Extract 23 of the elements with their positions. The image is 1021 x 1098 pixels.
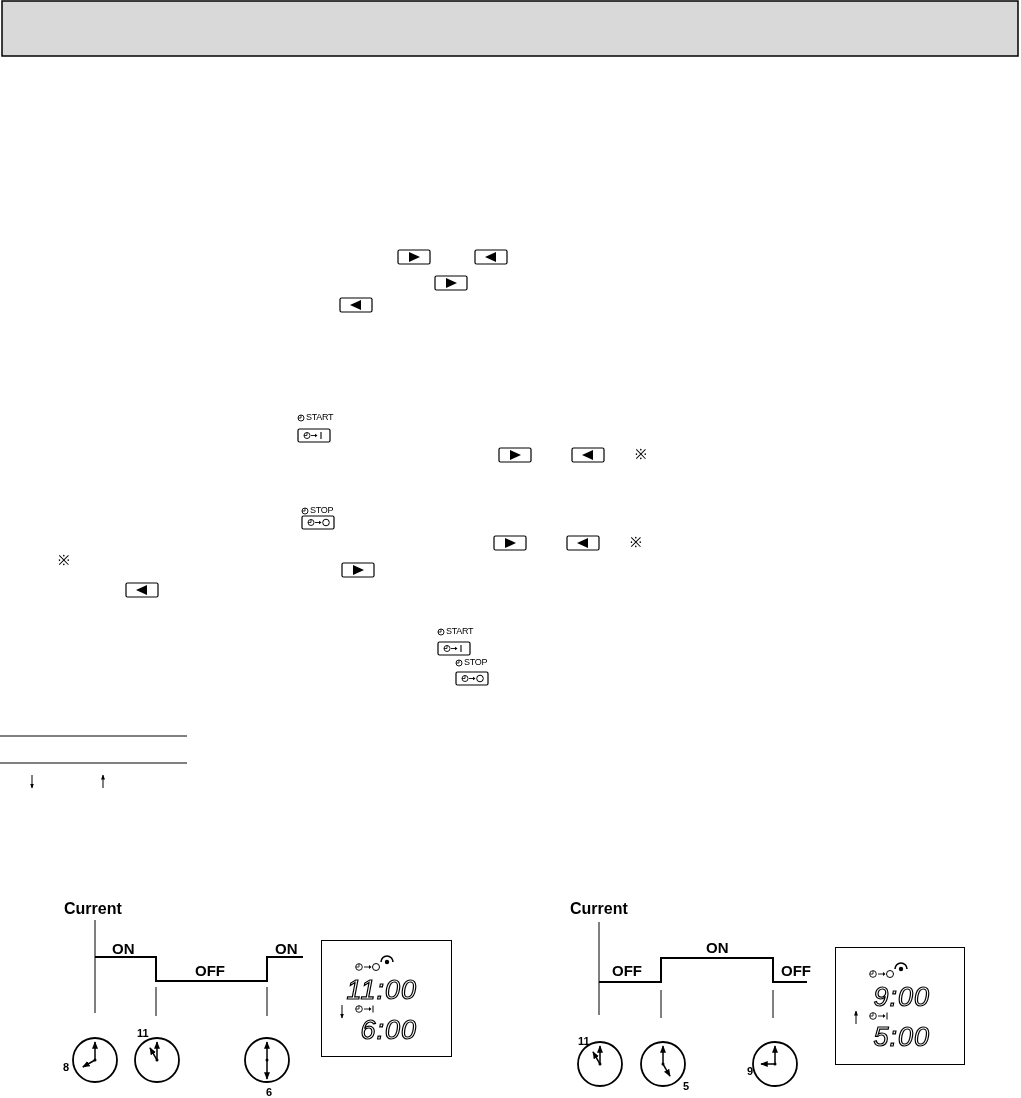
hour-label: 6 [266, 1087, 273, 1098]
axis-label: Current [64, 901, 122, 917]
axis-label: Current [570, 901, 628, 917]
key-label: STOP [310, 506, 334, 515]
lcd-display [835, 947, 965, 1065]
state-label: ON [706, 940, 729, 955]
hour-label: 11 [137, 1028, 149, 1039]
lcd-display [321, 940, 452, 1057]
hour-label: 9 [747, 1066, 754, 1077]
note-mark: ※ [58, 553, 70, 567]
state-label: OFF [195, 963, 225, 978]
key-label: STOP [464, 658, 488, 667]
hour-label: 5 [683, 1081, 690, 1092]
state-label: OFF [781, 963, 811, 978]
note-mark: ※ [635, 447, 647, 461]
key-label: START [306, 413, 334, 422]
state-label: OFF [612, 963, 642, 978]
state-label: ON [112, 941, 135, 956]
hour-label: 8 [63, 1062, 70, 1073]
note-mark: ※ [630, 535, 642, 549]
hour-label: 11 [578, 1036, 590, 1047]
state-label: ON [275, 941, 298, 956]
key-label: START [446, 627, 474, 636]
